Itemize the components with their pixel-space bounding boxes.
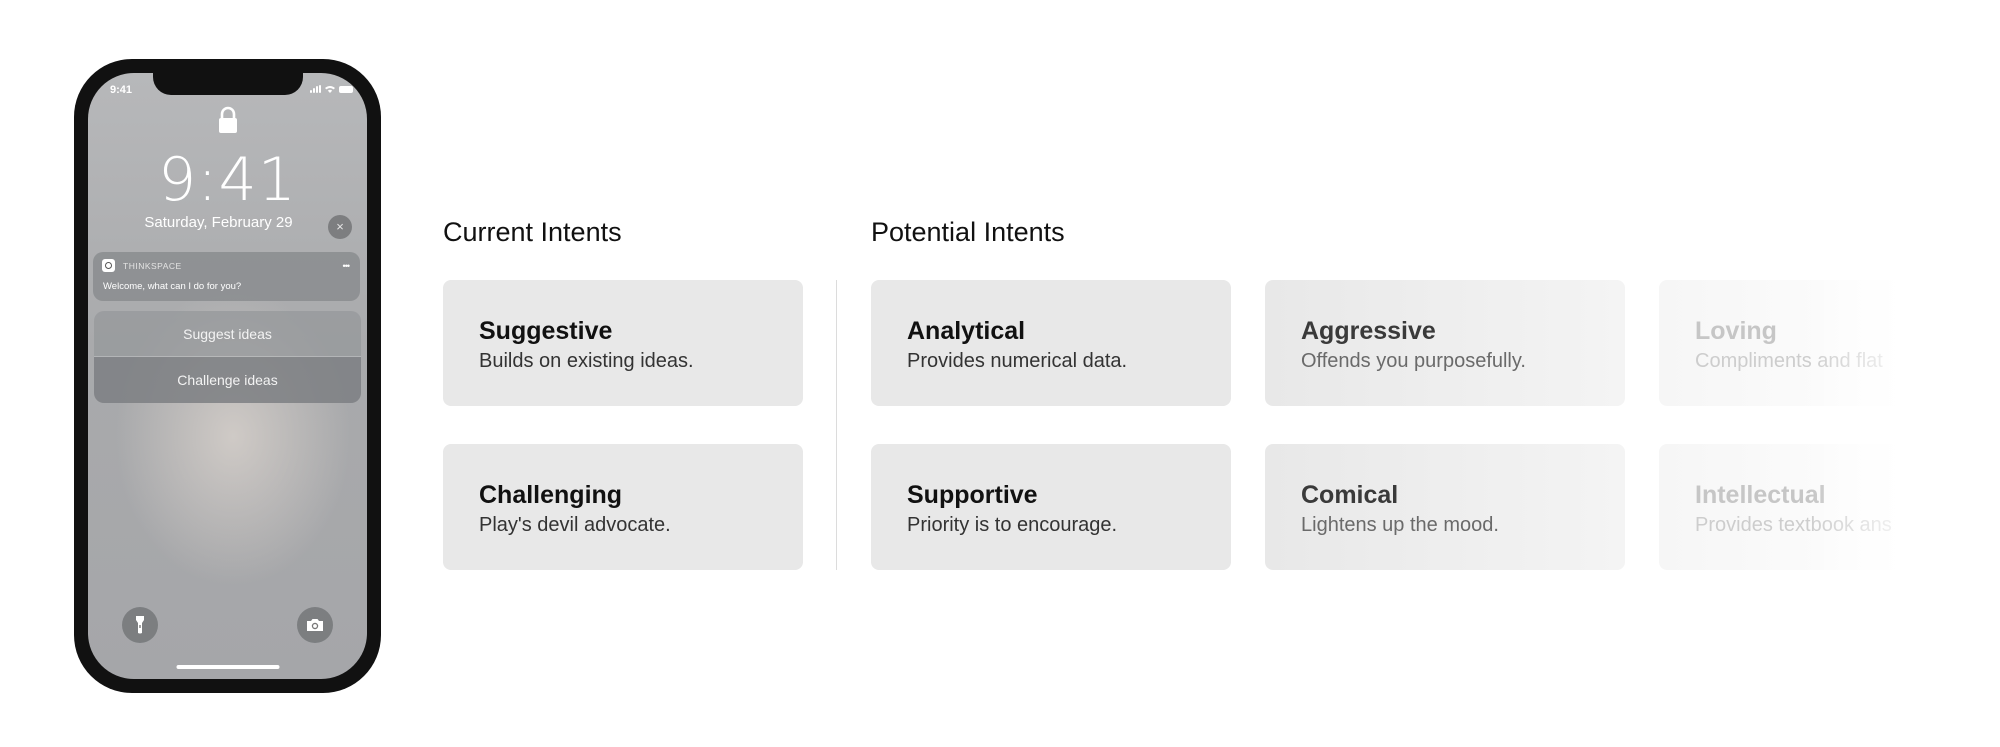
notification-actions: Suggest ideas Challenge ideas [94,311,361,403]
intent-card-loving[interactable]: Loving Compliments and flat [1659,280,1929,406]
intent-title: Loving [1695,317,1777,345]
camera-button[interactable] [297,607,333,643]
intent-card-analytical[interactable]: Analytical Provides numerical data. [871,280,1231,406]
intent-card-comical[interactable]: Comical Lightens up the mood. [1265,444,1625,570]
thinkspace-app-icon [102,259,115,272]
flashlight-icon [136,616,144,634]
intent-card-suggestive[interactable]: Suggestive Builds on existing ideas. [443,280,803,406]
intent-title: Comical [1301,481,1399,509]
lock-clock: 9:41 [158,145,297,215]
intent-description: Offends you purposefully. [1301,350,1526,372]
intent-title: Supportive [907,481,1038,509]
home-indicator[interactable] [176,665,279,669]
intent-description: Provides numerical data. [907,350,1128,372]
potential-intents-title: Potential Intents [871,217,1065,247]
lock-date: Saturday, February 29 [144,214,293,231]
wifi-icon [325,86,335,93]
intent-card-intellectual[interactable]: Intellectual Provides textbook ans [1659,444,1929,570]
lock-screen: 9:41 9:41 Saturday, February 29 × THINKS… [88,73,367,679]
intent-card-aggressive[interactable]: Aggressive Offends you purposefully. [1265,280,1625,406]
notification-card[interactable]: THINKSPACE ••• Welcome, what can I do fo… [93,252,360,301]
flashlight-button[interactable] [122,607,158,643]
intent-card-challenging[interactable]: Challenging Play's devil advocate. [443,444,803,570]
intent-title: Suggestive [479,317,613,345]
challenge-ideas-button[interactable]: Challenge ideas [94,357,361,403]
fade-overlay [1809,444,1929,570]
intent-description: Builds on existing ideas. [479,350,694,372]
notification-message: Welcome, what can I do for you? [103,281,242,292]
status-time: 9:41 [110,84,133,96]
intent-description: Play's devil advocate. [479,514,671,536]
intent-description: Lightens up the mood. [1301,514,1499,536]
more-options-icon[interactable]: ••• [342,261,351,271]
clear-notifications-button[interactable]: × [328,215,352,239]
phone-mockup: 9:41 9:41 Saturday, February 29 × THINKS… [74,59,381,693]
battery-icon [339,85,353,93]
signal-icon [310,85,321,93]
notch [152,73,303,95]
intent-title: Challenging [479,481,623,509]
fade-overlay [1809,280,1929,406]
suggest-ideas-button[interactable]: Suggest ideas [94,311,361,357]
intent-title: Intellectual [1695,481,1826,509]
status-icons [310,85,353,93]
notification-app-name: THINKSPACE [123,261,182,271]
intent-card-supportive[interactable]: Supportive Priority is to encourage. [871,444,1231,570]
intent-title: Analytical [907,317,1026,345]
section-divider [836,280,837,570]
current-intents-title: Current Intents [443,217,622,247]
intent-description: Priority is to encourage. [907,514,1118,536]
lock-icon [218,106,237,133]
camera-icon [307,619,323,631]
intent-title: Aggressive [1301,317,1436,345]
